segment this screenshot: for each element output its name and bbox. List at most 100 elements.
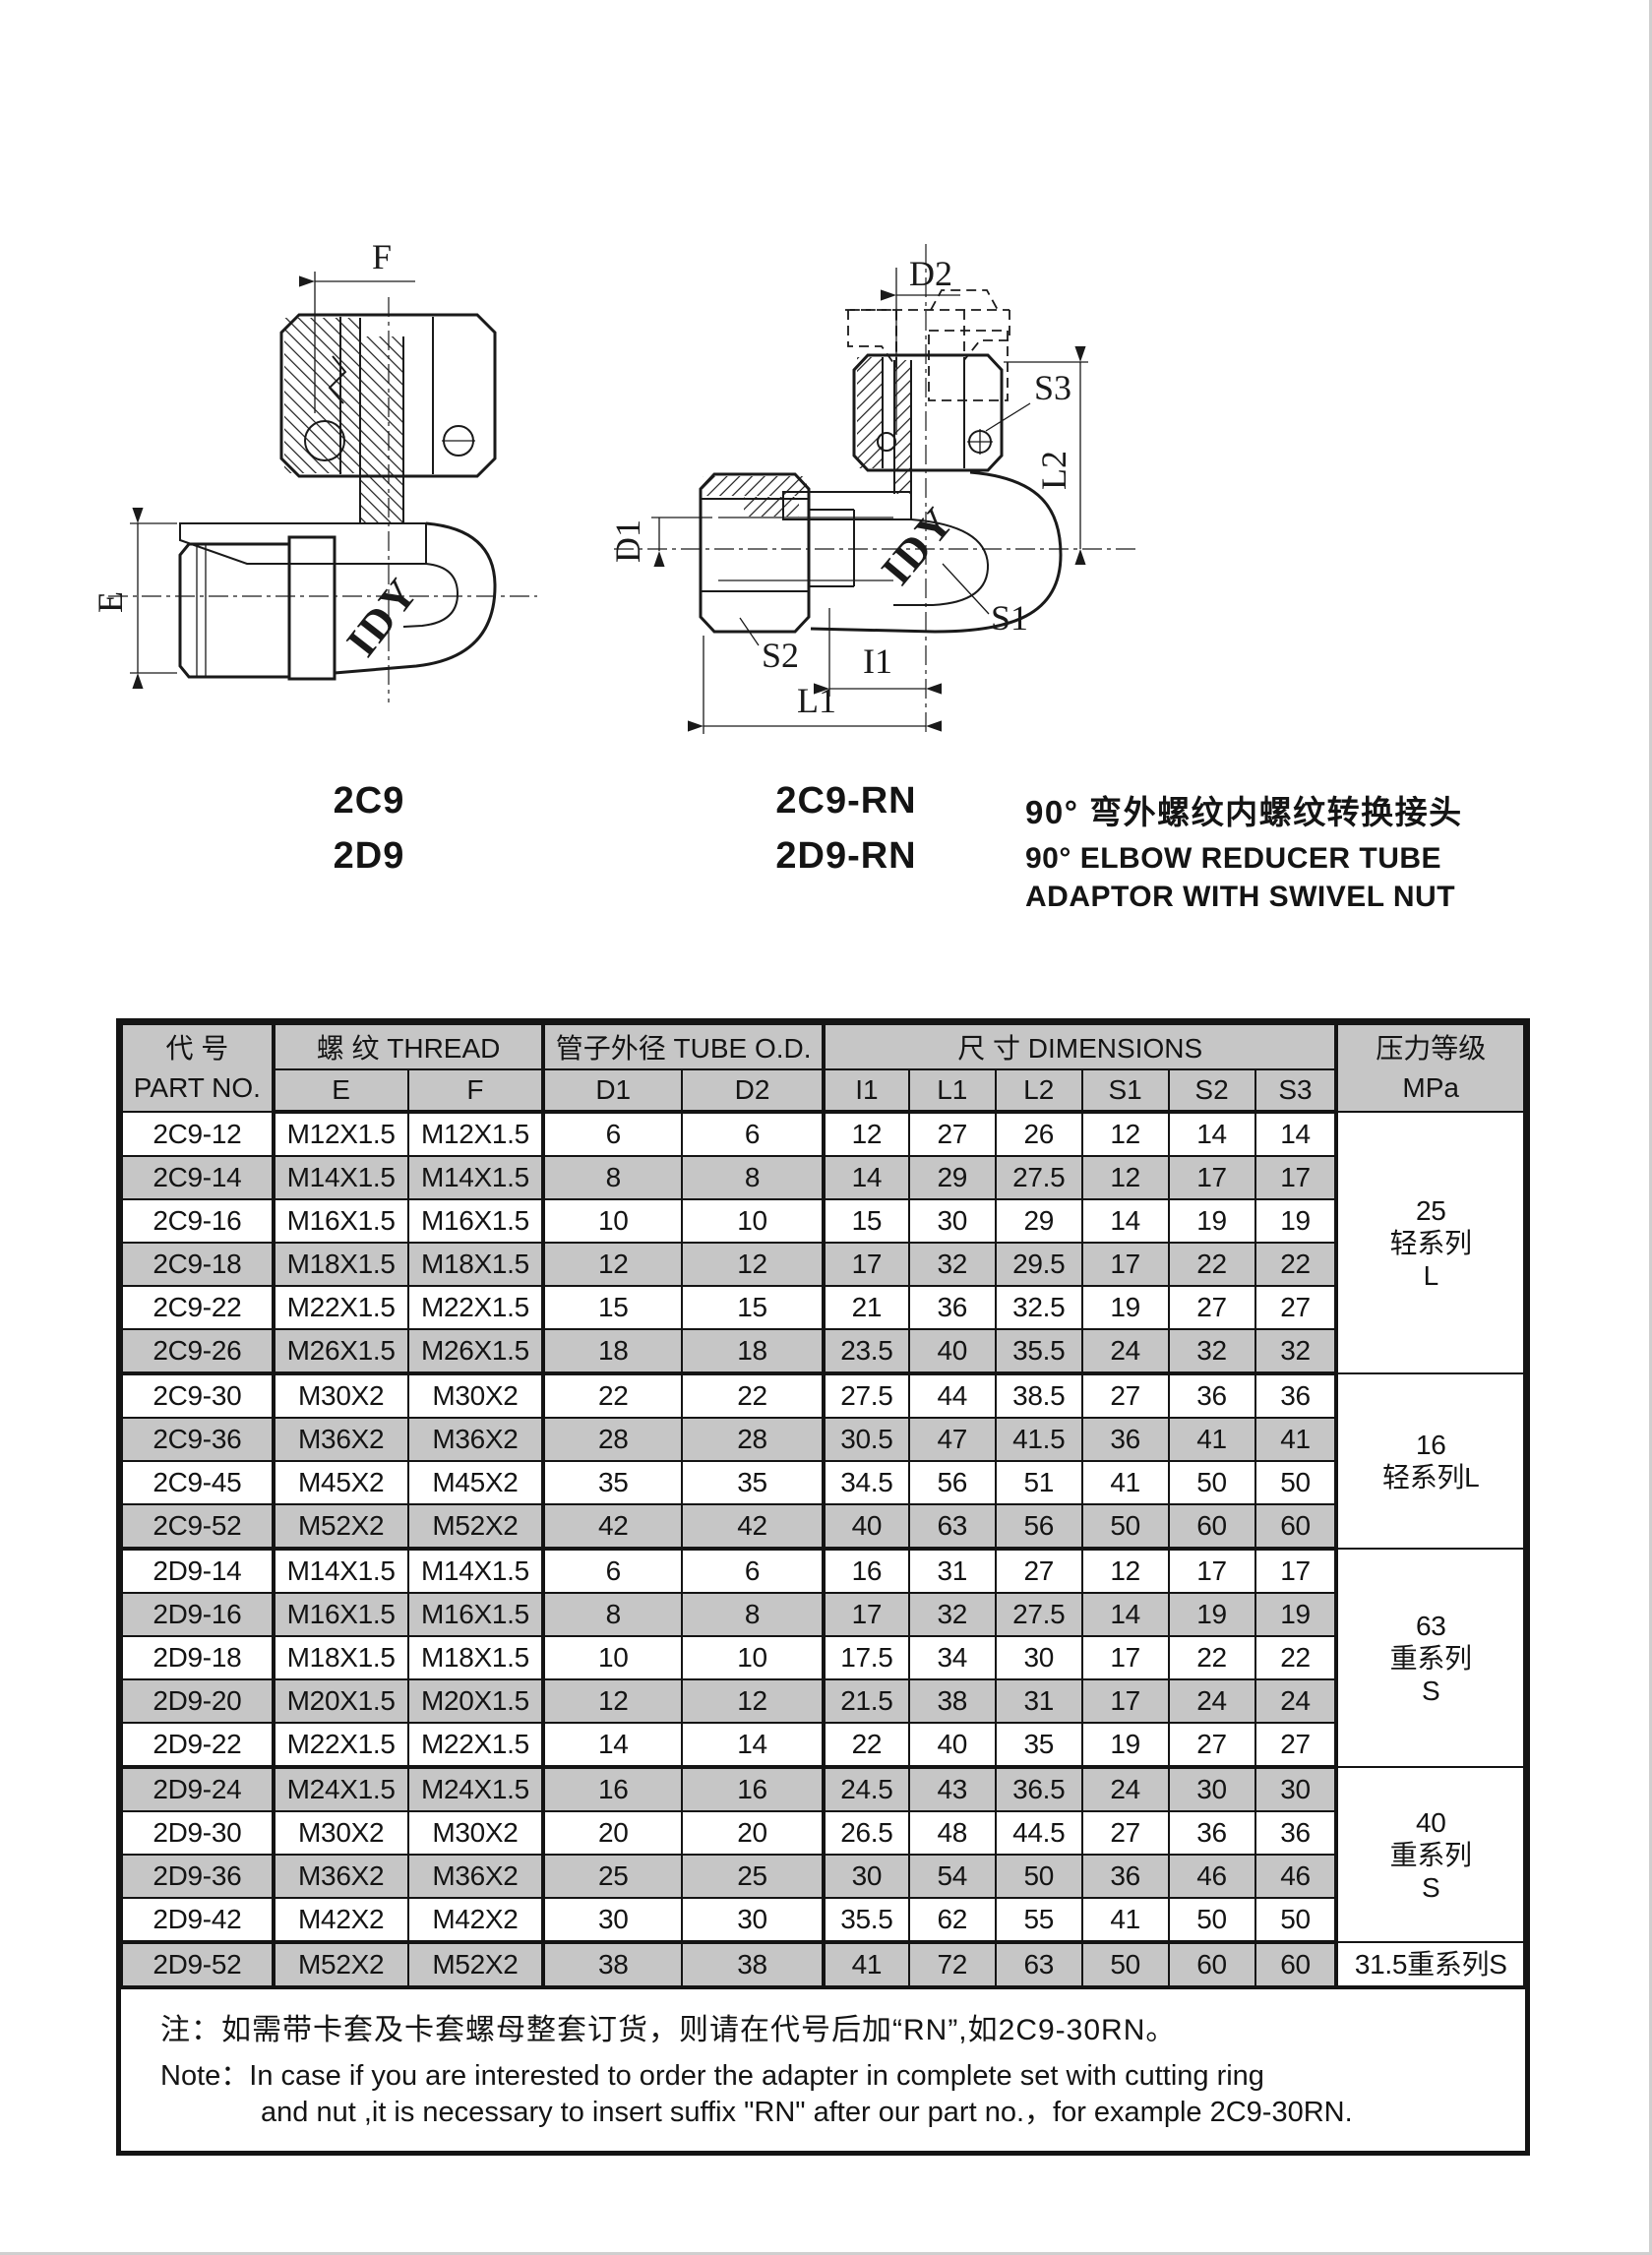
cell-l2: 55	[994, 1897, 1083, 1944]
cell-l1: 44	[907, 1372, 997, 1419]
cell-s1: 36	[1080, 1417, 1170, 1462]
cell-l2: 35	[994, 1722, 1083, 1769]
cell-part: 2D9-52	[121, 1941, 275, 1989]
cell-d1: 20	[542, 1810, 684, 1856]
header-s3: S3	[1254, 1068, 1339, 1114]
cell-s3: 24	[1254, 1678, 1339, 1724]
part-family-captions-left: 2C9 2D9	[285, 773, 453, 884]
cell-e: M52X2	[272, 1503, 409, 1551]
cell-s3: 27	[1254, 1722, 1339, 1769]
stem-edges	[359, 336, 404, 523]
cell-f: M24X1.5	[406, 1766, 546, 1812]
cell-f: M12X1.5	[406, 1111, 546, 1157]
cell-part: 2D9-14	[121, 1548, 275, 1594]
cell-s1: 17	[1080, 1635, 1170, 1680]
cell-d1: 25	[542, 1854, 684, 1899]
cell-s2: 17	[1167, 1548, 1256, 1594]
cell-s1: 50	[1080, 1503, 1170, 1551]
cell-s3: 41	[1254, 1417, 1339, 1462]
cell-i1: 15	[822, 1198, 910, 1244]
clip-detail	[328, 355, 347, 404]
cell-l1: 40	[907, 1328, 997, 1375]
cell-l1: 30	[907, 1198, 997, 1244]
cell-l1: 62	[907, 1897, 997, 1944]
header-dimensions: 尺 寸 DIMENSIONS	[822, 1023, 1339, 1070]
cell-s2: 30	[1167, 1766, 1256, 1812]
phantom-tube-lines	[895, 310, 965, 360]
cell-s1: 12	[1080, 1155, 1170, 1200]
cell-f: M22X1.5	[406, 1285, 546, 1330]
cell-s1: 17	[1080, 1678, 1170, 1724]
leader-line	[942, 563, 990, 615]
header-part-no: 代 号 PART NO.	[121, 1023, 275, 1113]
cutting-ring-hatch	[744, 497, 799, 517]
cell-d2: 22	[681, 1372, 826, 1419]
cell-s2: 17	[1167, 1155, 1256, 1200]
cell-s2: 32	[1167, 1328, 1256, 1375]
idy-watermark: IDY	[337, 569, 428, 665]
cell-f: M30X2	[406, 1810, 546, 1856]
cell-part: 2C9-36	[121, 1417, 275, 1462]
cell-s1: 14	[1080, 1592, 1170, 1637]
cell-s2: 60	[1167, 1941, 1256, 1989]
cell-l2: 27.5	[994, 1592, 1083, 1637]
cell-d1: 35	[542, 1460, 684, 1505]
dim-label-s1: S1	[991, 598, 1028, 638]
cell-e: M26X1.5	[272, 1328, 409, 1375]
cell-s1: 24	[1080, 1328, 1170, 1375]
port-flange	[287, 535, 337, 681]
header-l2: L2	[994, 1068, 1083, 1114]
cell-part: 2C9-52	[121, 1503, 275, 1551]
cell-e: M42X2	[272, 1897, 409, 1944]
cell-s1: 17	[1080, 1242, 1170, 1287]
cell-s3: 30	[1254, 1766, 1339, 1812]
order-note: 注：如需带卡套及卡套螺母整套订货，则请在代号后加“RN”,如2C9-30RN。 …	[121, 1989, 1525, 2151]
part-family-captions-right: 2C9-RN 2D9-RN	[748, 773, 945, 884]
cell-l2: 50	[994, 1854, 1083, 1899]
cell-s1: 50	[1080, 1941, 1170, 1989]
note-chinese: 注：如需带卡套及卡套螺母整套订货，则请在代号后加“RN”,如2C9-30RN。	[160, 2014, 1177, 2046]
cell-e: M52X2	[272, 1941, 409, 1989]
cell-l1: 43	[907, 1766, 997, 1812]
cell-i1: 26.5	[822, 1810, 910, 1856]
cell-s3: 46	[1254, 1854, 1339, 1899]
cell-d1: 28	[542, 1417, 684, 1462]
cell-l1: 31	[907, 1548, 997, 1594]
cell-s2: 22	[1167, 1242, 1256, 1287]
cell-part: 2D9-36	[121, 1854, 275, 1899]
dim-label-l2: L2	[1034, 451, 1073, 490]
cell-f: M14X1.5	[406, 1155, 546, 1200]
cell-e: M20X1.5	[272, 1678, 409, 1724]
header-thread: 螺 纹 THREAD	[272, 1023, 546, 1070]
cell-e: M14X1.5	[272, 1155, 409, 1200]
cell-d2: 20	[681, 1810, 826, 1856]
cell-l2: 29	[994, 1198, 1083, 1244]
cell-s3: 19	[1254, 1198, 1339, 1244]
cell-l1: 27	[907, 1111, 997, 1157]
cell-d1: 8	[542, 1592, 684, 1637]
cell-d2: 6	[681, 1548, 826, 1594]
cell-l2: 27.5	[994, 1155, 1083, 1200]
cell-i1: 14	[822, 1155, 910, 1200]
cell-i1: 17	[822, 1592, 910, 1637]
cell-e: M45X2	[272, 1460, 409, 1505]
cell-l1: 47	[907, 1417, 997, 1462]
title-chinese: 90° 弯外螺纹内螺纹转换接头	[1025, 794, 1463, 830]
ball-detail	[877, 432, 896, 452]
header-pressure-zh: 压力等级	[1376, 1032, 1487, 1064]
cell-s3: 19	[1254, 1592, 1339, 1637]
cell-i1: 21.5	[822, 1678, 910, 1724]
